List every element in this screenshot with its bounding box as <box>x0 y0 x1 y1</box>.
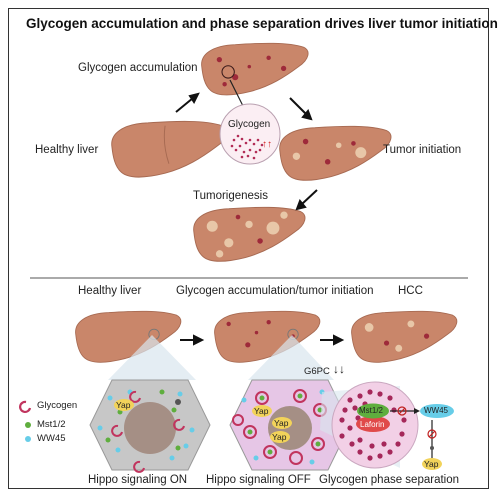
tumor-initiation-liver-icon <box>279 125 392 181</box>
figure-title: Glycogen accumulation and phase separati… <box>26 16 498 31</box>
yap-label-phase: Yap <box>424 459 439 469</box>
yap-label-healthy: Yap <box>116 400 131 410</box>
progression-arrows <box>175 92 318 211</box>
healthy-liver-icon <box>111 120 228 178</box>
caption-phase-separation: Glycogen phase separation <box>319 474 460 486</box>
figure-frame <box>8 8 489 489</box>
label-stage-healthy: Healthy liver <box>78 285 142 297</box>
glycogen-bubble <box>219 103 281 165</box>
legend-glyphs <box>19 400 32 442</box>
bottom-hcc-liver-icon <box>351 310 458 363</box>
stage-arrows <box>180 334 345 346</box>
phase-separation-circle <box>331 381 419 469</box>
label-glycogen-accumulation: Glycogen accumulation <box>78 62 198 74</box>
tumorigenesis-liver-icon <box>193 206 306 262</box>
label-stage-hcc: HCC <box>398 285 423 297</box>
label-g6pc: G6PC <box>304 366 330 377</box>
zoom-cone-middle <box>248 335 334 380</box>
g6pc-down-icon: ↓↓ <box>333 362 345 376</box>
mst-label: Mst1/2 <box>359 406 384 415</box>
glycogen-up-icon: ↑↑ <box>262 139 272 150</box>
label-stage-glycogen: Glycogen accumulation/tumor initiation <box>176 285 374 297</box>
healthy-hepatocyte <box>89 379 211 473</box>
zoom-arrow <box>229 79 245 109</box>
caption-hippo-on: Hippo signaling ON <box>88 474 188 486</box>
laforin-label: Laforin <box>360 420 385 429</box>
label-tumor-initiation: Tumor initiation <box>383 144 462 156</box>
inhibition-arrows <box>390 404 454 470</box>
yap-label-2: Yap <box>274 418 289 428</box>
caption-hippo-off: Hippo signaling OFF <box>206 474 311 486</box>
yap-label-1: Yap <box>254 406 269 416</box>
yap-label-3: Yap <box>272 432 287 442</box>
glycogen-liver-icon <box>201 42 309 96</box>
label-tumorigenesis: Tumorigenesis <box>193 190 268 202</box>
label-glycogen-bubble: Glycogen <box>228 119 271 130</box>
ww45-label: WW45 <box>424 406 448 415</box>
zoom-cone-left <box>108 335 196 380</box>
legend-ww45: WW45 <box>37 433 66 444</box>
glycogen-hepatocyte <box>229 379 351 471</box>
label-healthy-liver-top: Healthy liver <box>35 144 99 156</box>
legend-glycogen: Glycogen <box>37 400 78 411</box>
legend-mst: Mst1/2 <box>37 419 66 430</box>
